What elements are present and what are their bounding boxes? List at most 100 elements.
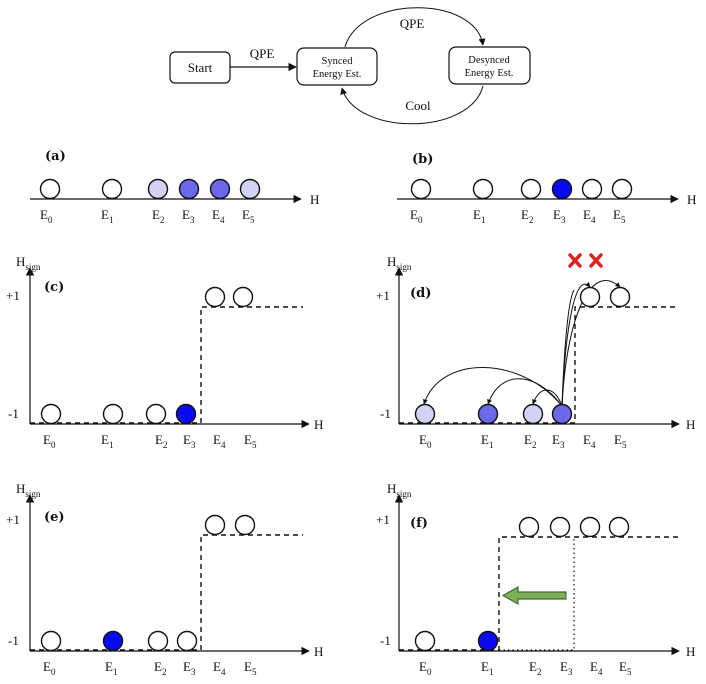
panel-c-levels <box>40 286 254 425</box>
panel-c-plus-one: +1 <box>6 288 20 303</box>
panel-f-minus-one: -1 <box>380 633 391 648</box>
energy-level-circle <box>551 178 573 200</box>
energy-label: E2 <box>154 659 166 677</box>
qpe-loop-label: QPE <box>400 16 425 31</box>
energy-level-circle <box>204 514 226 536</box>
energy-level-circle <box>145 403 167 425</box>
energy-level-circle <box>234 514 256 536</box>
energy-label: E4 <box>583 207 596 225</box>
energy-level-circle <box>40 403 62 425</box>
panel-c-minus-one: -1 <box>8 406 19 421</box>
energy-level-circle <box>414 630 436 652</box>
energy-level-circle <box>608 516 630 538</box>
panel-c-step <box>30 306 303 424</box>
energy-level-circle <box>414 403 436 425</box>
panel-d-h-label: H <box>686 417 695 432</box>
energy-label: E3 <box>183 659 196 677</box>
energy-level-circle <box>204 286 226 308</box>
panel-f-hsign-label: Hsign <box>387 481 412 499</box>
energy-level-circle <box>611 178 633 200</box>
panel-e-h-label: H <box>314 644 323 659</box>
energy-level-circle <box>609 286 631 308</box>
energy-label: E4 <box>213 659 226 677</box>
desynced-label-line1: Desynced <box>468 55 510 66</box>
panel-d-minus-one: -1 <box>380 406 391 421</box>
energy-level-circle <box>477 630 499 652</box>
energy-level-circle <box>239 178 261 200</box>
energy-label: E4 <box>590 659 603 677</box>
panel-c-label: (c) <box>44 280 64 295</box>
energy-label: E3 <box>560 659 573 677</box>
panel-d-label: (d) <box>410 286 431 301</box>
svg-text:Hsign: Hsign <box>387 254 412 272</box>
energy-level-circle <box>176 630 198 652</box>
energy-level-circle <box>522 403 544 425</box>
forbidden-cross-icon <box>589 253 603 268</box>
panel-c-h-label: H <box>314 417 323 432</box>
energy-label: E0 <box>43 659 56 677</box>
energy-label: E4 <box>583 432 596 450</box>
panel-b-levels <box>410 178 633 200</box>
panel-f-label: (f) <box>410 516 428 531</box>
panel-b-h-label: H <box>687 192 696 207</box>
energy-label: E1 <box>105 659 117 677</box>
energy-label: E2 <box>529 659 541 677</box>
cool-loop-arrow <box>340 85 484 125</box>
energy-label: E5 <box>242 207 255 225</box>
panel-d-levels <box>414 286 631 425</box>
energy-label: E1 <box>473 207 485 225</box>
energy-level-circle <box>175 403 197 425</box>
panel-a-h-label: H <box>310 192 319 207</box>
transition-arc-e5 <box>561 280 621 408</box>
panel-f-levels <box>414 516 630 652</box>
energy-label: E1 <box>101 432 113 450</box>
synced-label-line2: Energy Est. <box>313 69 362 80</box>
energy-label: E2 <box>152 207 164 225</box>
energy-label: E1 <box>101 207 113 225</box>
panel-e-hsign-label: Hsign <box>16 481 41 499</box>
energy-level-circle <box>39 178 61 200</box>
energy-level-circle <box>40 630 62 652</box>
energy-label: E2 <box>521 207 533 225</box>
energy-label: E0 <box>40 207 53 225</box>
panel-c-hsign-label: Hsign <box>16 254 41 272</box>
energy-level-circle <box>147 630 169 652</box>
energy-level-circle <box>410 178 432 200</box>
panel-d-plus-one: +1 <box>376 288 390 303</box>
flow-diagram: Start QPE Synced Energy Est. Desynced En… <box>169 7 531 125</box>
cool-loop-label: Cool <box>405 98 431 113</box>
transition-arc-e1 <box>487 378 563 407</box>
transition-arc-e0 <box>423 367 563 407</box>
energy-level-circle <box>581 178 603 200</box>
panel-d-step <box>399 306 678 424</box>
panel-e-levels <box>40 514 256 652</box>
energy-level-circle <box>579 286 601 308</box>
forbidden-cross-icon <box>568 253 582 268</box>
energy-level-circle <box>101 178 123 200</box>
energy-label: E3 <box>182 207 195 225</box>
panel-a-energy-labels: E0 E1 E2 E3 E4 E5 <box>40 207 255 225</box>
energy-label: E5 <box>614 432 627 450</box>
transition-arc-e2 <box>532 389 563 407</box>
energy-level-circle <box>518 516 540 538</box>
energy-label: E4 <box>212 207 225 225</box>
panel-e-step <box>30 534 303 651</box>
panel-d-hsign-label: Hsign <box>387 254 412 272</box>
desynced-label-line2: Energy Est. <box>465 68 514 79</box>
energy-level-circle <box>549 516 571 538</box>
qpe-start-label: QPE <box>250 46 275 61</box>
energy-level-circle <box>520 178 542 200</box>
energy-level-circle <box>147 178 169 200</box>
energy-level-circle <box>579 516 601 538</box>
energy-label: E2 <box>524 432 536 450</box>
panel-e-label: (e) <box>44 510 65 525</box>
energy-label: E5 <box>613 207 626 225</box>
